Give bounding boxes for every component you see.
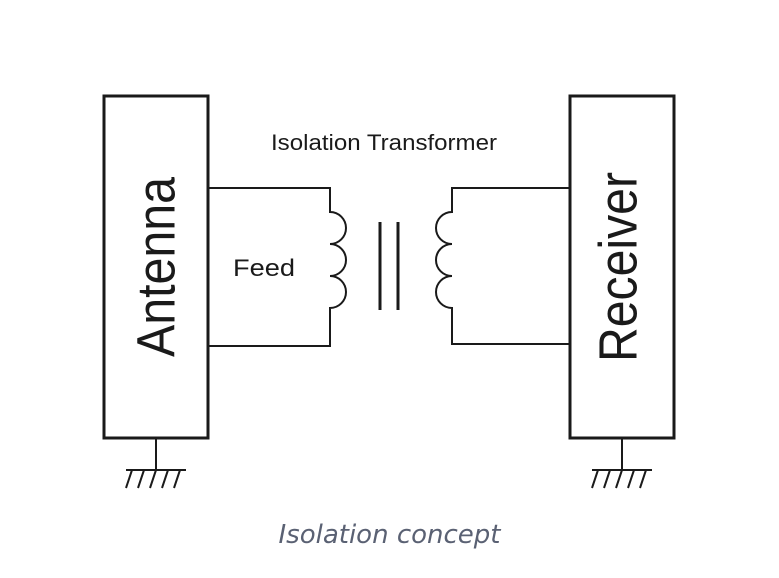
antenna-ground-icon	[125, 438, 186, 489]
figure-caption: Isolation concept	[278, 520, 501, 550]
receiver-ground-icon	[591, 438, 652, 489]
antenna-block	[102, 94, 210, 440]
antenna-label: Antenna	[126, 176, 186, 357]
primary-winding	[208, 187, 347, 347]
receiver-block	[568, 94, 676, 440]
feed-label: Feed	[233, 255, 295, 282]
secondary-winding	[435, 187, 570, 345]
transformer-label: Isolation Transformer	[271, 130, 497, 155]
receiver-label: Receiver	[588, 172, 648, 362]
